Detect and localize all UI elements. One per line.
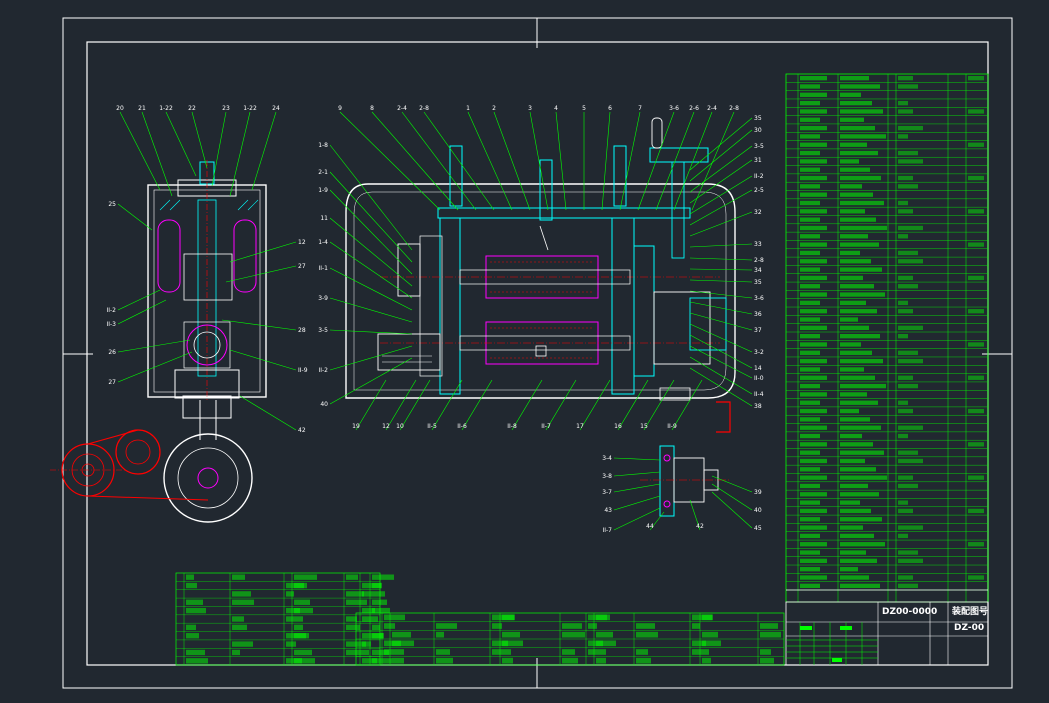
part-callout: II-7	[541, 423, 551, 430]
part-callout: 36	[754, 311, 762, 318]
part-callout: 25	[108, 201, 116, 208]
side-view	[50, 160, 267, 523]
part-callout: 4	[554, 105, 558, 112]
part-callout: 2-8	[419, 105, 429, 112]
part-callout: 8	[370, 105, 374, 112]
part-callout: 45	[754, 525, 762, 532]
part-callout: 27	[108, 379, 116, 386]
part-callout: 30	[754, 127, 762, 134]
part-callout: 15	[640, 423, 648, 430]
part-callout: 2-4	[397, 105, 407, 112]
part-callout: 32	[754, 209, 762, 216]
part-callout: II-4	[754, 391, 764, 398]
part-callout: 2	[492, 105, 496, 112]
idler-pulley	[115, 429, 161, 475]
part-callout: 3-4	[602, 455, 612, 462]
part-callout: II-9	[298, 367, 308, 374]
drive-wheel	[163, 433, 253, 523]
parts-list	[785, 73, 989, 603]
part-callout: 1-8	[318, 142, 328, 149]
drawing-number: DZ-00	[954, 623, 984, 633]
part-callout: 27	[298, 263, 306, 270]
part-callout: 2-1	[318, 169, 328, 176]
part-callout: II-8	[507, 423, 517, 430]
part-callout: 28	[298, 327, 306, 334]
part-callout: II-2	[106, 307, 116, 314]
part-callout: 2-5	[754, 187, 764, 194]
detail-view	[640, 445, 730, 517]
part-callout: 2-4	[707, 105, 717, 112]
part-callout: 1-9	[318, 187, 328, 194]
part-callout: 33	[754, 241, 762, 248]
title-block: DZ00-0000 装配图号 DZ-00	[785, 601, 989, 666]
part-callout: II-9	[667, 423, 677, 430]
part-callout: 42	[298, 427, 306, 434]
part-callout: 2-6	[689, 105, 699, 112]
part-callout: 11	[320, 215, 328, 222]
part-callout: 3-2	[754, 349, 764, 356]
part-callout: II-2	[754, 173, 764, 180]
part-callout: 12	[298, 239, 306, 246]
part-callout: 9	[338, 105, 342, 112]
part-callout: 24	[272, 105, 280, 112]
part-callout: 12	[382, 423, 390, 430]
centering-marks	[63, 18, 1012, 688]
part-callout: 43	[604, 507, 612, 514]
part-callout: 42	[696, 523, 704, 530]
part-callout: 2-8	[729, 105, 739, 112]
part-callout: 1-4	[318, 239, 328, 246]
part-callout: 6	[608, 105, 612, 112]
part-callout: 1-22	[243, 105, 257, 112]
part-callout: 3-6	[754, 295, 764, 302]
part-callout: II-1	[318, 265, 328, 272]
bottom-tables	[175, 572, 785, 666]
part-callout: II-6	[457, 423, 467, 430]
part-callout: 10	[396, 423, 404, 430]
drawing-title: 装配图号	[951, 605, 988, 617]
part-callout: 34	[754, 267, 762, 274]
part-callout: 3-9	[318, 295, 328, 302]
part-callout: 38	[754, 403, 762, 410]
part-callout: 1-22	[159, 105, 173, 112]
part-callout: 21	[138, 105, 146, 112]
part-callout: 14	[754, 365, 762, 372]
part-callout: II-2	[318, 367, 328, 374]
front-view	[345, 117, 736, 433]
part-callout: II-0	[754, 375, 764, 382]
part-callout: 40	[320, 401, 328, 408]
part-callout: 17	[576, 423, 584, 430]
part-callout: 37	[754, 327, 762, 334]
part-callout: 31	[754, 157, 762, 164]
drawing-model: DZ00-0000	[882, 607, 937, 617]
part-callout: 7	[638, 105, 642, 112]
part-callout: 3-6	[669, 105, 679, 112]
part-callout: II-3	[106, 321, 116, 328]
part-callout: 26	[108, 349, 116, 356]
part-callout: 35	[754, 279, 762, 286]
side-gear	[186, 324, 228, 366]
part-callout: 3	[528, 105, 532, 112]
part-callout: 39	[754, 489, 762, 496]
part-callout: II-5	[427, 423, 437, 430]
part-callout: II-7	[602, 527, 612, 534]
part-callout: 22	[188, 105, 196, 112]
part-callout: 1	[466, 105, 470, 112]
part-callout: 16	[614, 423, 622, 430]
part-callout: 20	[116, 105, 124, 112]
part-callout: 35	[754, 115, 762, 122]
part-callout: 3-7	[602, 489, 612, 496]
part-callout: 3-5	[754, 143, 764, 150]
part-callout: 23	[222, 105, 230, 112]
part-callout: 40	[754, 507, 762, 514]
part-callout: 44	[646, 523, 654, 530]
part-callout: 5	[582, 105, 586, 112]
part-callout: 19	[352, 423, 360, 430]
part-callout: 2-8	[754, 257, 764, 264]
part-callout: 3-8	[602, 473, 612, 480]
part-callout: 3-5	[318, 327, 328, 334]
